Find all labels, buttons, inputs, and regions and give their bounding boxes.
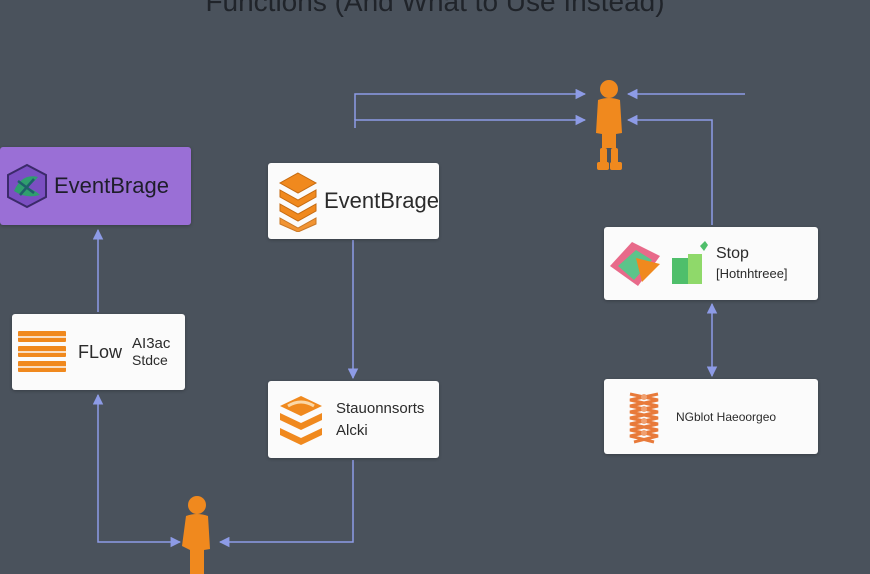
ngbot-node[interactable]: NGblot Haeoorgeo bbox=[604, 379, 818, 454]
step-functions-label-1: Stauonnsorts bbox=[336, 399, 425, 417]
diagram-title: Functions (And What to Use Instead) bbox=[205, 0, 665, 17]
stop-labels: Stop [Hotnhtreee] bbox=[716, 244, 788, 284]
stack-icon bbox=[18, 331, 66, 372]
connector-bottom-right bbox=[218, 460, 354, 548]
flow-sublabels: AI3ac Stdce bbox=[132, 335, 171, 369]
stop-label-1: Stop bbox=[716, 244, 749, 262]
connector-bottom-left bbox=[92, 393, 182, 548]
stack-icon bbox=[278, 172, 318, 232]
stop-node[interactable]: Stop [Hotnhtreee] bbox=[604, 227, 818, 300]
eventbridge-purple-label: EventBrage bbox=[54, 173, 169, 198]
eventbridge-purple-node[interactable]: EventBrage bbox=[0, 147, 191, 225]
step-functions-labels: Stauonnsorts Alcki bbox=[336, 398, 424, 442]
connector-eventbridge-to-user bbox=[354, 114, 587, 128]
stop-label-2: [Hotnhtreee] bbox=[716, 265, 788, 281]
user-bottom-person-icon bbox=[182, 496, 210, 574]
eventbridge-white-node[interactable]: EventBrage bbox=[268, 163, 439, 239]
connector-stop-to-user bbox=[626, 114, 713, 225]
layers-icon bbox=[280, 395, 322, 445]
shapes-icon bbox=[610, 240, 708, 286]
ngbot-label: NGblot Haeoorgeo bbox=[676, 409, 777, 424]
flow-sublabel-2: Stdce bbox=[132, 352, 168, 368]
user-top-person-icon bbox=[596, 80, 622, 170]
eventbridge-white-label: EventBrage bbox=[324, 188, 439, 213]
eventbridge-icon bbox=[7, 163, 47, 209]
step-functions-node[interactable]: Stauonnsorts Alcki bbox=[268, 381, 439, 458]
flow-sublabel-1: AI3ac bbox=[132, 335, 171, 352]
flow-label: FLow bbox=[78, 341, 123, 362]
mesh-icon bbox=[629, 392, 659, 443]
flow-node[interactable]: FLow AI3ac Stdce bbox=[12, 314, 185, 390]
step-functions-label-2: Alcki bbox=[336, 421, 368, 439]
connector-top-to-user bbox=[354, 88, 587, 120]
